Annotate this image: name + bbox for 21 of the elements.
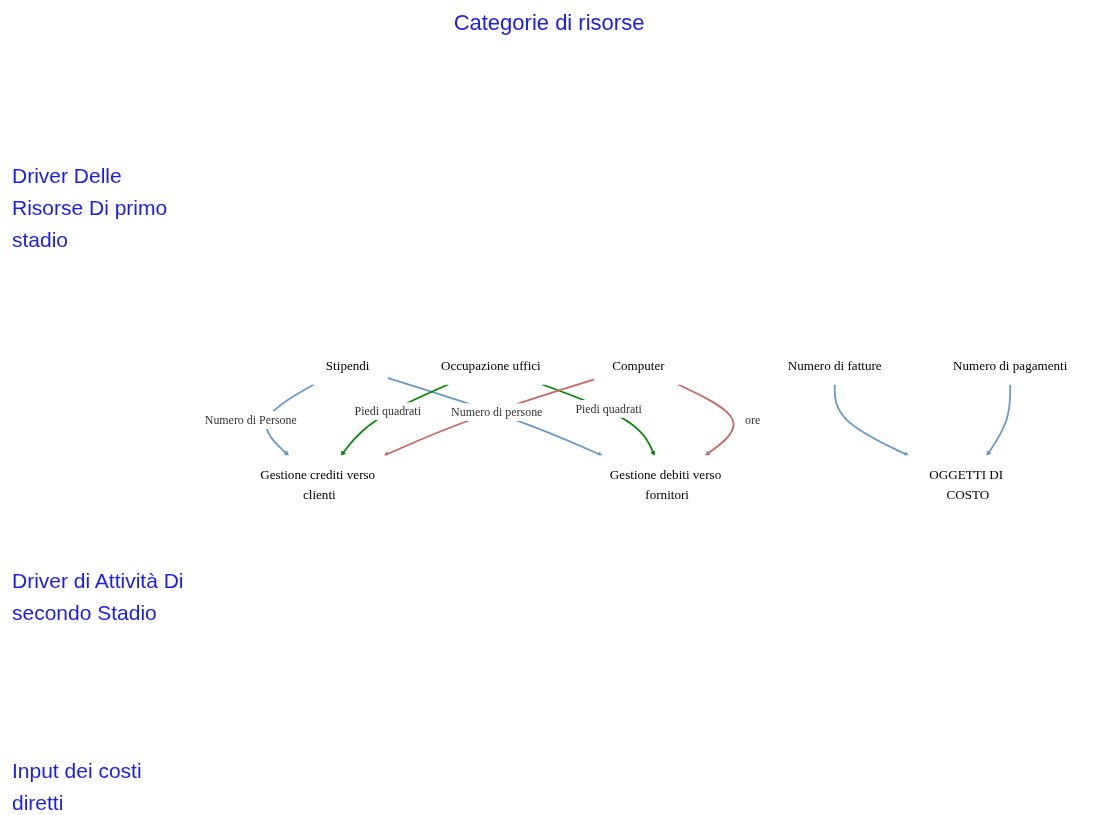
edge-label: ore	[745, 413, 761, 427]
title: Categorie di risorse	[452, 10, 646, 36]
arrow	[833, 383, 909, 457]
arrow	[986, 383, 1012, 457]
node-text: Numero di pagamenti	[953, 358, 1068, 374]
driver-label: Driver di Attività Di secondo Stadio	[12, 568, 185, 626]
node-text: Numero di fatture	[787, 358, 882, 374]
driver-label: Driver Delle Risorse Di primo stadio	[12, 163, 169, 253]
edge-label: Piedi quadrati	[575, 402, 642, 416]
edge-label: Numero di Persone	[204, 413, 297, 427]
node-text: Gestione crediti verso clienti	[260, 467, 376, 502]
arrow	[340, 383, 450, 457]
node-text: Occupazione uffici	[440, 358, 541, 374]
arrow	[676, 383, 735, 457]
node-text: Gestione debiti verso fornitori	[609, 467, 722, 502]
node-text: OGGETTI DI COSTO	[929, 467, 1004, 502]
node-text: Computer	[612, 358, 665, 374]
node-text: Stipendi	[325, 358, 370, 374]
edge-label: Numero di persone	[451, 405, 543, 419]
driver-label: Input dei costi diretti	[12, 758, 143, 815]
edge-label: Piedi quadrati	[354, 404, 421, 418]
